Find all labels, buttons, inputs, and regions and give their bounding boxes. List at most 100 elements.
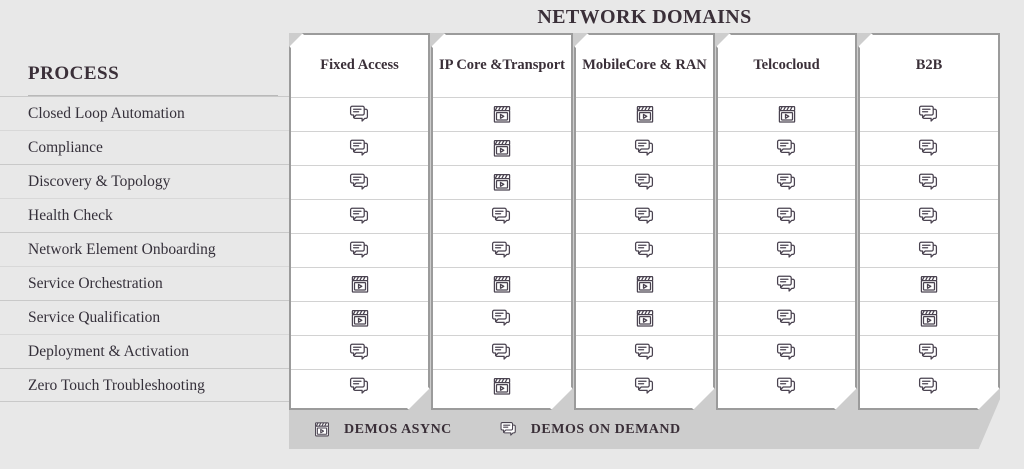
chat-bubbles-icon[interactable]: [632, 136, 658, 162]
matrix-cell[interactable]: [859, 233, 999, 267]
clapperboard-play-icon[interactable]: [916, 306, 942, 332]
matrix-cell[interactable]: [290, 301, 429, 335]
chat-bubbles-icon[interactable]: [916, 170, 942, 196]
matrix-cell[interactable]: [575, 369, 714, 403]
clapperboard-play-icon[interactable]: [774, 102, 800, 128]
chat-bubbles-icon[interactable]: [916, 136, 942, 162]
domain-column-header: B2B: [859, 34, 999, 97]
chat-bubbles-icon[interactable]: [774, 238, 800, 264]
domain-column-card[interactable]: Telcocloud: [716, 33, 857, 410]
domain-column-card[interactable]: B2B: [858, 33, 1000, 410]
matrix-cell[interactable]: [432, 233, 572, 267]
matrix-cell[interactable]: [859, 165, 999, 199]
chat-bubbles-icon[interactable]: [632, 170, 658, 196]
matrix-cell[interactable]: [859, 369, 999, 403]
chat-bubbles-icon[interactable]: [916, 204, 942, 230]
chat-bubbles-icon[interactable]: [632, 340, 658, 366]
clapperboard-play-icon[interactable]: [916, 272, 942, 298]
matrix-cell[interactable]: [717, 267, 856, 301]
chat-bubbles-icon[interactable]: [632, 374, 658, 400]
clapperboard-play-icon[interactable]: [489, 374, 515, 400]
page-title: NETWORK DOMAINS: [537, 6, 752, 28]
matrix-cell[interactable]: [859, 199, 999, 233]
clapperboard-play-icon[interactable]: [489, 272, 515, 298]
chat-bubbles-icon[interactable]: [916, 374, 942, 400]
matrix-cell[interactable]: [717, 165, 856, 199]
chat-bubbles-icon: [498, 419, 520, 441]
chat-bubbles-icon[interactable]: [774, 340, 800, 366]
matrix-cell[interactable]: [290, 165, 429, 199]
matrix-cell[interactable]: [290, 369, 429, 403]
matrix-cell[interactable]: [859, 97, 999, 131]
matrix-cell[interactable]: [717, 301, 856, 335]
matrix-cell[interactable]: [432, 165, 572, 199]
matrix-cell[interactable]: [575, 335, 714, 369]
matrix-cell[interactable]: [717, 233, 856, 267]
matrix-cell[interactable]: [717, 335, 856, 369]
chat-bubbles-icon[interactable]: [774, 170, 800, 196]
chat-bubbles-icon[interactable]: [489, 306, 515, 332]
chat-bubbles-icon[interactable]: [916, 340, 942, 366]
clapperboard-play-icon[interactable]: [489, 170, 515, 196]
matrix-cell[interactable]: [575, 199, 714, 233]
chat-bubbles-icon[interactable]: [489, 238, 515, 264]
clapperboard-play-icon[interactable]: [632, 272, 658, 298]
matrix-cell[interactable]: [717, 199, 856, 233]
chat-bubbles-icon[interactable]: [489, 340, 515, 366]
clapperboard-play-icon[interactable]: [632, 102, 658, 128]
matrix-cell[interactable]: [290, 233, 429, 267]
matrix-cell[interactable]: [859, 267, 999, 301]
clapperboard-play-icon[interactable]: [489, 136, 515, 162]
clapperboard-play-icon[interactable]: [489, 102, 515, 128]
matrix-cell[interactable]: [290, 335, 429, 369]
matrix-cell[interactable]: [432, 369, 572, 403]
chat-bubbles-icon[interactable]: [632, 204, 658, 230]
matrix-cell[interactable]: [717, 97, 856, 131]
chat-bubbles-icon[interactable]: [632, 238, 658, 264]
matrix-cell[interactable]: [575, 233, 714, 267]
clapperboard-play-icon[interactable]: [347, 272, 373, 298]
chat-bubbles-icon[interactable]: [489, 204, 515, 230]
matrix-cell[interactable]: [432, 131, 572, 165]
chat-bubbles-icon[interactable]: [774, 136, 800, 162]
matrix-cell[interactable]: [432, 267, 572, 301]
chat-bubbles-icon[interactable]: [347, 238, 373, 264]
chat-bubbles-icon[interactable]: [347, 102, 373, 128]
matrix-cell[interactable]: [575, 131, 714, 165]
chat-bubbles-icon[interactable]: [347, 204, 373, 230]
chat-bubbles-icon[interactable]: [916, 238, 942, 264]
chat-bubbles-icon[interactable]: [347, 170, 373, 196]
matrix-cell[interactable]: [575, 267, 714, 301]
matrix-cell[interactable]: [575, 165, 714, 199]
matrix-cell[interactable]: [290, 131, 429, 165]
chat-bubbles-icon[interactable]: [774, 272, 800, 298]
matrix-cell[interactable]: [717, 131, 856, 165]
matrix-cell[interactable]: [859, 335, 999, 369]
clapperboard-play-icon[interactable]: [632, 306, 658, 332]
process-row-label: Compliance: [0, 130, 289, 164]
matrix-cell[interactable]: [290, 199, 429, 233]
matrix-cell[interactable]: [432, 335, 572, 369]
chat-bubbles-icon[interactable]: [347, 374, 373, 400]
matrix-cell[interactable]: [432, 199, 572, 233]
matrix-cell[interactable]: [432, 97, 572, 131]
chat-bubbles-icon[interactable]: [347, 340, 373, 366]
matrix-cell[interactable]: [575, 301, 714, 335]
matrix-cell[interactable]: [290, 97, 429, 131]
matrix-cell[interactable]: [859, 301, 999, 335]
domain-column-card[interactable]: IP Core &Transport: [431, 33, 573, 410]
matrix-cell[interactable]: [290, 267, 429, 301]
chat-bubbles-icon[interactable]: [774, 204, 800, 230]
clapperboard-play-icon[interactable]: [347, 306, 373, 332]
matrix-cell[interactable]: [717, 369, 856, 403]
chat-bubbles-icon[interactable]: [347, 136, 373, 162]
matrix-cell[interactable]: [575, 97, 714, 131]
chat-bubbles-icon[interactable]: [774, 306, 800, 332]
chat-bubbles-icon[interactable]: [774, 374, 800, 400]
domain-column-card[interactable]: Fixed Access: [289, 33, 430, 410]
matrix-cell[interactable]: [432, 301, 572, 335]
matrix-cell[interactable]: [859, 131, 999, 165]
chat-bubbles-icon[interactable]: [916, 102, 942, 128]
